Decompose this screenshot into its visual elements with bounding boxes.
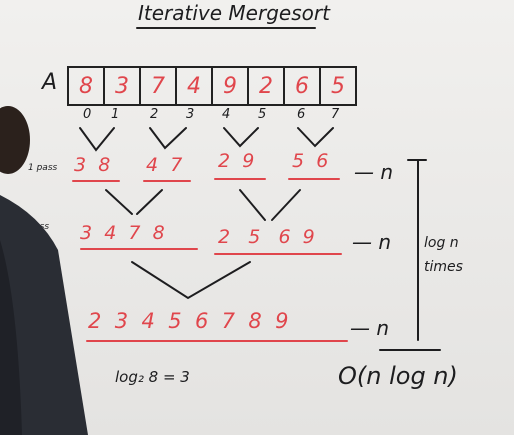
group-value: 3 — [80, 222, 93, 244]
array-cell: 6 — [285, 68, 321, 104]
array-index: 4 — [222, 107, 231, 122]
group-value: 6 — [316, 150, 329, 172]
group-value: 4 — [146, 154, 159, 176]
pass-1-group: 5 6 — [292, 152, 328, 171]
pass-2-underline — [214, 253, 342, 255]
group-value: 2 — [218, 226, 231, 248]
array-cell: 8 — [69, 68, 105, 104]
group-value: 2 — [218, 150, 231, 172]
pass-1-group: 4 7 — [146, 156, 182, 175]
group-value: 2 — [88, 309, 102, 333]
title-underline — [136, 27, 316, 29]
group-value: 5 — [292, 150, 305, 172]
array-index: 7 — [331, 107, 340, 122]
pass-3-group: 2 3 4 5 6 7 8 9 — [88, 311, 289, 332]
pass-1-group: 3 8 — [74, 156, 110, 175]
group-value: 9 — [275, 309, 289, 333]
group-value: 9 — [302, 226, 315, 248]
array-index: 0 — [83, 107, 92, 122]
group-value: 4 — [141, 309, 155, 333]
pass-3-cost: — n — [350, 316, 390, 340]
array-cell: 5 — [331, 73, 345, 99]
group-value: 4 — [104, 222, 117, 244]
presenter-figure — [0, 106, 88, 435]
pass-1-label: 1 pass — [28, 163, 58, 173]
array-index: 3 — [186, 107, 195, 122]
array-label: A — [42, 70, 58, 95]
log-equation: log₂ 8 = 3 — [115, 368, 190, 386]
array-box: 8 3 7 4 9 2 6 5 — [67, 66, 357, 106]
group-value: 5 — [248, 226, 261, 248]
group-value: 3 — [74, 154, 87, 176]
pass-2-underline — [80, 248, 198, 250]
pass-1-underline — [143, 180, 191, 182]
group-value: 6 — [278, 226, 291, 248]
group-value: 8 — [98, 154, 111, 176]
diagram-title: Iterative Mergesort — [138, 1, 330, 25]
array-cell: 4 — [177, 68, 213, 104]
group-value: 7 — [128, 222, 141, 244]
pass-1-group: 2 9 — [218, 152, 254, 171]
complexity-result: O(n log n) — [338, 362, 458, 390]
group-value: 5 — [168, 309, 182, 333]
logn-line: log n — [424, 235, 459, 251]
pass-1-underline — [288, 178, 340, 180]
group-value: 6 — [194, 309, 209, 333]
pass-3-underline — [86, 340, 348, 342]
array-cell: 3 — [105, 68, 141, 104]
pass-2-group: 2 5 6 9 — [218, 228, 315, 247]
array-index: 5 — [258, 107, 267, 122]
group-value: 9 — [242, 150, 255, 172]
group-value: 8 — [152, 222, 165, 244]
array-index: 1 — [111, 107, 120, 122]
pass-1-underline — [72, 180, 120, 182]
array-cell: 7 — [141, 68, 177, 104]
pass-1-underline — [214, 178, 266, 180]
array-cell: 2 — [249, 68, 285, 104]
group-value: 8 — [248, 309, 262, 333]
group-value: 3 — [114, 309, 129, 333]
logn-times-note: log n times — [424, 232, 463, 280]
group-value: 7 — [221, 309, 236, 333]
times-line: times — [424, 258, 463, 275]
array-cell: 9 — [213, 68, 249, 104]
pass-1-cost: — n — [354, 160, 394, 184]
array-index: 6 — [297, 107, 306, 122]
group-value: 7 — [170, 154, 183, 176]
array-index: 2 — [150, 107, 159, 122]
pass-2-cost: — n — [352, 230, 392, 254]
pass-2-group: 3 4 7 8 — [80, 224, 165, 243]
